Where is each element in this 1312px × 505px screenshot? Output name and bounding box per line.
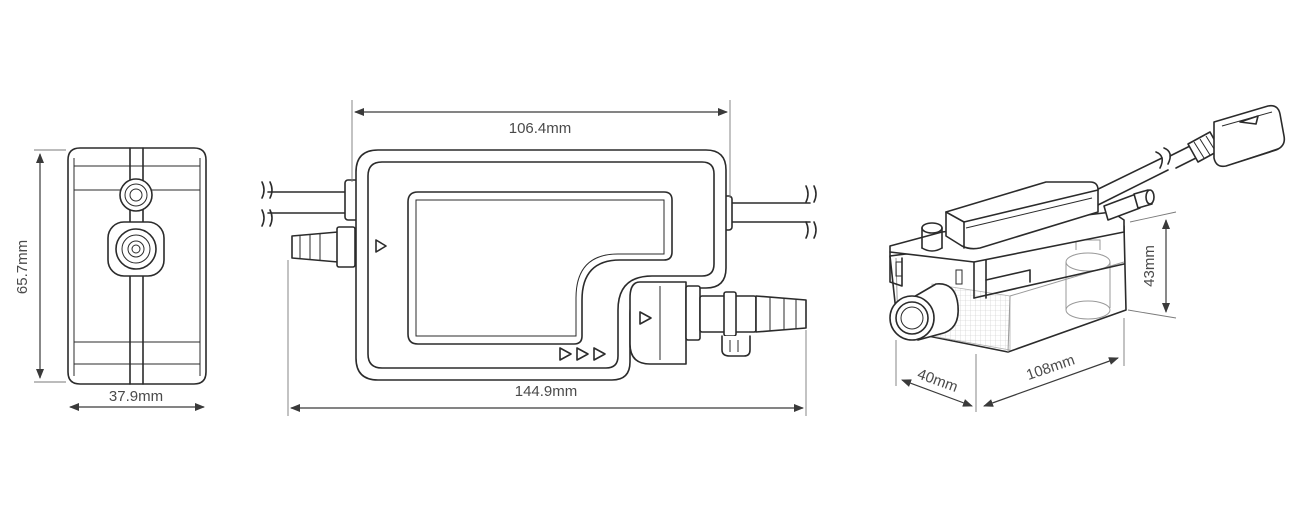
side-width-dimension: 37.9mm xyxy=(69,388,205,411)
front-body-width-dimension: 106.4mm xyxy=(351,100,731,198)
iso-depth-label: 40mm xyxy=(915,366,960,396)
side-height-label: 65.7mm xyxy=(14,240,31,294)
side-height-dimension: 65.7mm xyxy=(14,149,66,383)
isometric-view xyxy=(889,104,1286,353)
iso-length-label: 108mm xyxy=(1024,352,1077,384)
front-body-width-label: 106.4mm xyxy=(509,120,572,137)
iso-depth-dimension: 40mm xyxy=(895,340,977,412)
side-view xyxy=(67,147,207,385)
front-total-width-dimension: 144.9mm xyxy=(287,260,807,416)
iso-height-label: 43mm xyxy=(1141,245,1158,287)
front-total-width-label: 144.9mm xyxy=(515,383,578,400)
side-width-label: 37.9mm xyxy=(109,388,163,405)
iso-height-dimension: 43mm xyxy=(1127,211,1177,319)
front-view xyxy=(261,149,817,381)
